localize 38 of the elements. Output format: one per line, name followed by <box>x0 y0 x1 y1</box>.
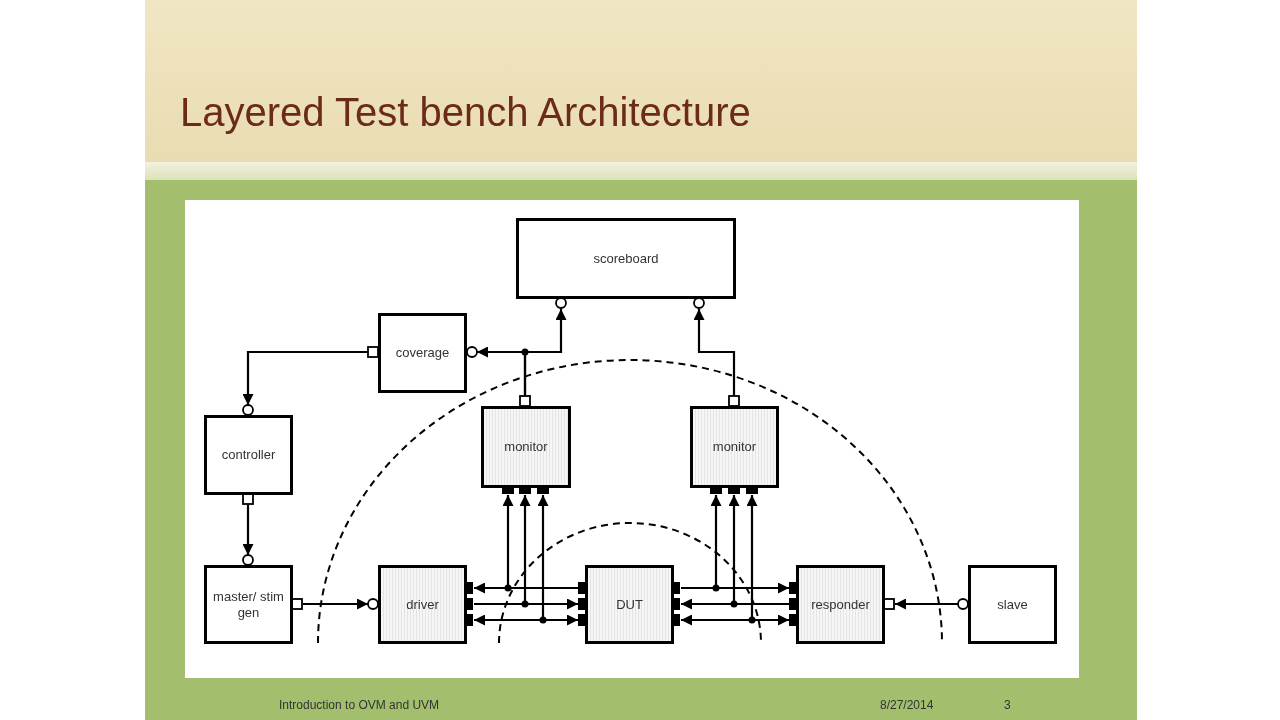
node-label: coverage <box>395 345 450 361</box>
connector-arrow <box>242 350 368 405</box>
connector-arrow <box>502 495 578 590</box>
node-label: master/ stim gen <box>212 588 285 621</box>
node-label: monitor <box>712 439 757 455</box>
node-label: responder <box>811 596 870 613</box>
connector-arrow <box>681 495 758 622</box>
connector-arrow <box>474 495 549 622</box>
footer-text: 8/27/2014 <box>880 698 934 712</box>
connector-arrow <box>242 505 254 555</box>
footer-text: 3 <box>1004 698 1011 712</box>
component-box <box>796 565 885 644</box>
component-box <box>204 415 293 495</box>
component-box <box>481 406 571 488</box>
connector-arrow <box>728 495 789 606</box>
node-label: DUT <box>616 596 643 613</box>
connector-arrow <box>474 614 578 626</box>
node-label: monitor <box>504 439 548 455</box>
connector-arrow <box>681 614 789 626</box>
connector-arrow <box>681 495 722 590</box>
connector-arrow <box>303 598 368 610</box>
connector-arrow <box>474 495 531 606</box>
component-box <box>516 218 736 299</box>
connector-arrow <box>895 598 958 610</box>
component-box <box>585 565 674 644</box>
connector-arrow <box>693 309 736 396</box>
footer-text: Introduction to OVM and UVM <box>279 698 440 712</box>
component-box <box>690 406 779 488</box>
component-box <box>378 313 467 393</box>
node-label: slave <box>997 596 1028 613</box>
node-label: controller <box>221 447 276 463</box>
slide-title: Layered Test bench Architecture <box>180 90 751 135</box>
component-box <box>204 565 293 644</box>
connector-arrow <box>477 346 527 396</box>
component-box <box>968 565 1057 644</box>
node-label: driver <box>406 596 439 613</box>
node-label: scoreboard <box>593 250 659 267</box>
component-box <box>378 565 467 644</box>
